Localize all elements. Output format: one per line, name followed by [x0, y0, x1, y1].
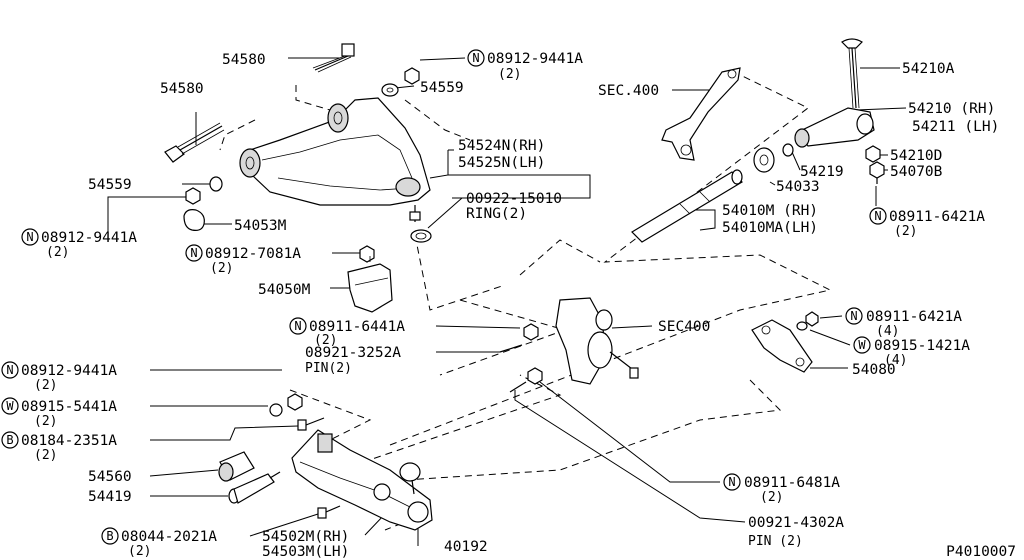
label-54211-lh: 54211 (LH) — [912, 119, 999, 135]
label-54219: 54219 — [800, 164, 844, 180]
label-08912-9441a-left: 08912-9441A — [41, 230, 137, 246]
label-00922-15010: 00922-15010 — [466, 191, 562, 207]
label-54033: 54033 — [776, 179, 820, 195]
torsion-bar-54010m — [631, 169, 743, 243]
label-54580-left: 54580 — [160, 81, 204, 97]
label-54502m: 54502M(RH) — [262, 529, 349, 545]
label-54080: 54080 — [852, 362, 896, 378]
label-54010m: 54010M (RH) — [722, 203, 818, 219]
label-54419: 54419 — [88, 489, 132, 505]
qty-2-top: (2) — [498, 67, 521, 82]
label-54210d: 54210D — [890, 148, 942, 164]
nut-54210d — [865, 145, 885, 184]
label-08921-3252a: 08921-3252A — [305, 345, 401, 361]
bolt-54210a — [841, 38, 863, 109]
upper-control-arm — [239, 97, 431, 222]
pin-54419 — [228, 471, 281, 504]
label-54503m: 54503M(LH) — [262, 544, 349, 560]
leader-lines — [107, 57, 907, 546]
lever-54080 — [751, 311, 819, 373]
label-08912-9441a-top: 08912-9441A — [487, 51, 583, 67]
washer-nut-left — [185, 176, 223, 205]
label-08912-7081a: 08912-7081A — [205, 246, 301, 262]
label-00921-4302a: 00921-4302A — [748, 515, 844, 531]
qty-2-08044: (2) — [128, 544, 151, 559]
qty-4-1421: (4) — [884, 353, 907, 368]
castle-nut-upper — [499, 323, 539, 353]
qty-2-7081: (2) — [210, 261, 233, 276]
label-54559-top: 54559 — [420, 80, 464, 96]
tension-rod-54210 — [794, 107, 875, 148]
qty-2-6481: (2) — [760, 490, 783, 505]
label-08044-2021a: 08044-2021A — [121, 529, 217, 545]
label-08184-2351a: 08184-2351A — [21, 433, 117, 449]
label-pin-2-lower: PIN (2) — [748, 534, 803, 549]
label-54580-top: 54580 — [222, 52, 266, 68]
bumper-54053m — [183, 209, 205, 231]
label-54210-rh: 54210 (RH) — [908, 101, 995, 117]
svg-text:W: W — [858, 338, 866, 352]
bushing-54033 — [753, 143, 794, 173]
label-sec400-knuckle: SEC400 — [658, 319, 710, 335]
label-54559-left: 54559 — [88, 177, 132, 193]
qty-2-08184: (2) — [34, 448, 57, 463]
svg-text:N: N — [6, 363, 13, 377]
knuckle-sec400 — [555, 297, 639, 385]
bushing-54560 — [218, 451, 255, 482]
qty-2-6421-top: (2) — [894, 224, 917, 239]
label-54053m: 54053M — [234, 218, 287, 234]
bumper-40192 — [399, 462, 421, 495]
label-54010ma: 54010MA(LH) — [722, 220, 818, 236]
label-40192: 40192 — [444, 539, 488, 555]
label-54525n: 54525N(LH) — [458, 155, 545, 171]
label-08915-1421a: 08915-1421A — [874, 338, 970, 354]
svg-text:N: N — [728, 475, 735, 489]
bolt-54580-left — [164, 122, 225, 163]
label-08915-5441a: 08915-5441A — [21, 399, 117, 415]
label-54070b: 54070B — [890, 164, 943, 180]
label-08911-6421a-mid: 08911-6421A — [866, 309, 962, 325]
part-labels: 54580 08912-9441A (2) 54580 54559 54524N… — [21, 51, 1016, 560]
label-08911-6481a: 08911-6481A — [744, 475, 840, 491]
svg-text:N: N — [850, 309, 857, 323]
svg-text:B: B — [6, 433, 13, 447]
qty-2-5441: (2) — [34, 414, 57, 429]
svg-text:W: W — [6, 399, 14, 413]
label-ring-2: RING(2) — [466, 206, 527, 222]
badges: N N N N N N W N W B B N — [1, 49, 887, 545]
label-54050m: 54050M — [258, 282, 311, 298]
diagram-id: P4010007 — [946, 544, 1016, 560]
bolt-54580-upper — [312, 43, 355, 73]
svg-text:N: N — [294, 319, 301, 333]
label-08912-9441a-bottom: 08912-9441A — [21, 363, 117, 379]
castle-nut-lower — [509, 367, 543, 393]
qty-4-6421: (4) — [876, 324, 899, 339]
svg-text:N: N — [472, 51, 479, 65]
lower-control-arm — [291, 429, 433, 531]
label-08911-6421a-top: 08911-6421A — [889, 209, 985, 225]
nut-washer-upper — [381, 67, 420, 97]
svg-text:B: B — [106, 529, 113, 543]
qty-2-6441: (2) — [314, 333, 337, 348]
label-54560: 54560 — [88, 469, 132, 485]
label-08911-6441a: 08911-6441A — [309, 319, 405, 335]
nut-washer-lower — [269, 393, 303, 417]
svg-text:N: N — [190, 246, 197, 260]
nut-08912-7081 — [359, 245, 375, 263]
steering-arm-sec400 — [661, 67, 741, 161]
bolt-08184 — [297, 417, 325, 431]
qty-2-9441-bottom: (2) — [34, 378, 57, 393]
label-54524n: 54524N(RH) — [458, 138, 545, 154]
label-sec400-top: SEC.400 — [598, 83, 659, 99]
qty-2-left: (2) — [46, 245, 69, 260]
label-54210a: 54210A — [902, 61, 955, 77]
bolt-08044 — [317, 505, 341, 519]
label-pin-2-upper: PIN(2) — [305, 361, 352, 376]
svg-text:N: N — [874, 209, 881, 223]
ring-00922 — [410, 229, 432, 243]
svg-text:N: N — [26, 230, 33, 244]
bumper-54050m — [347, 256, 393, 313]
